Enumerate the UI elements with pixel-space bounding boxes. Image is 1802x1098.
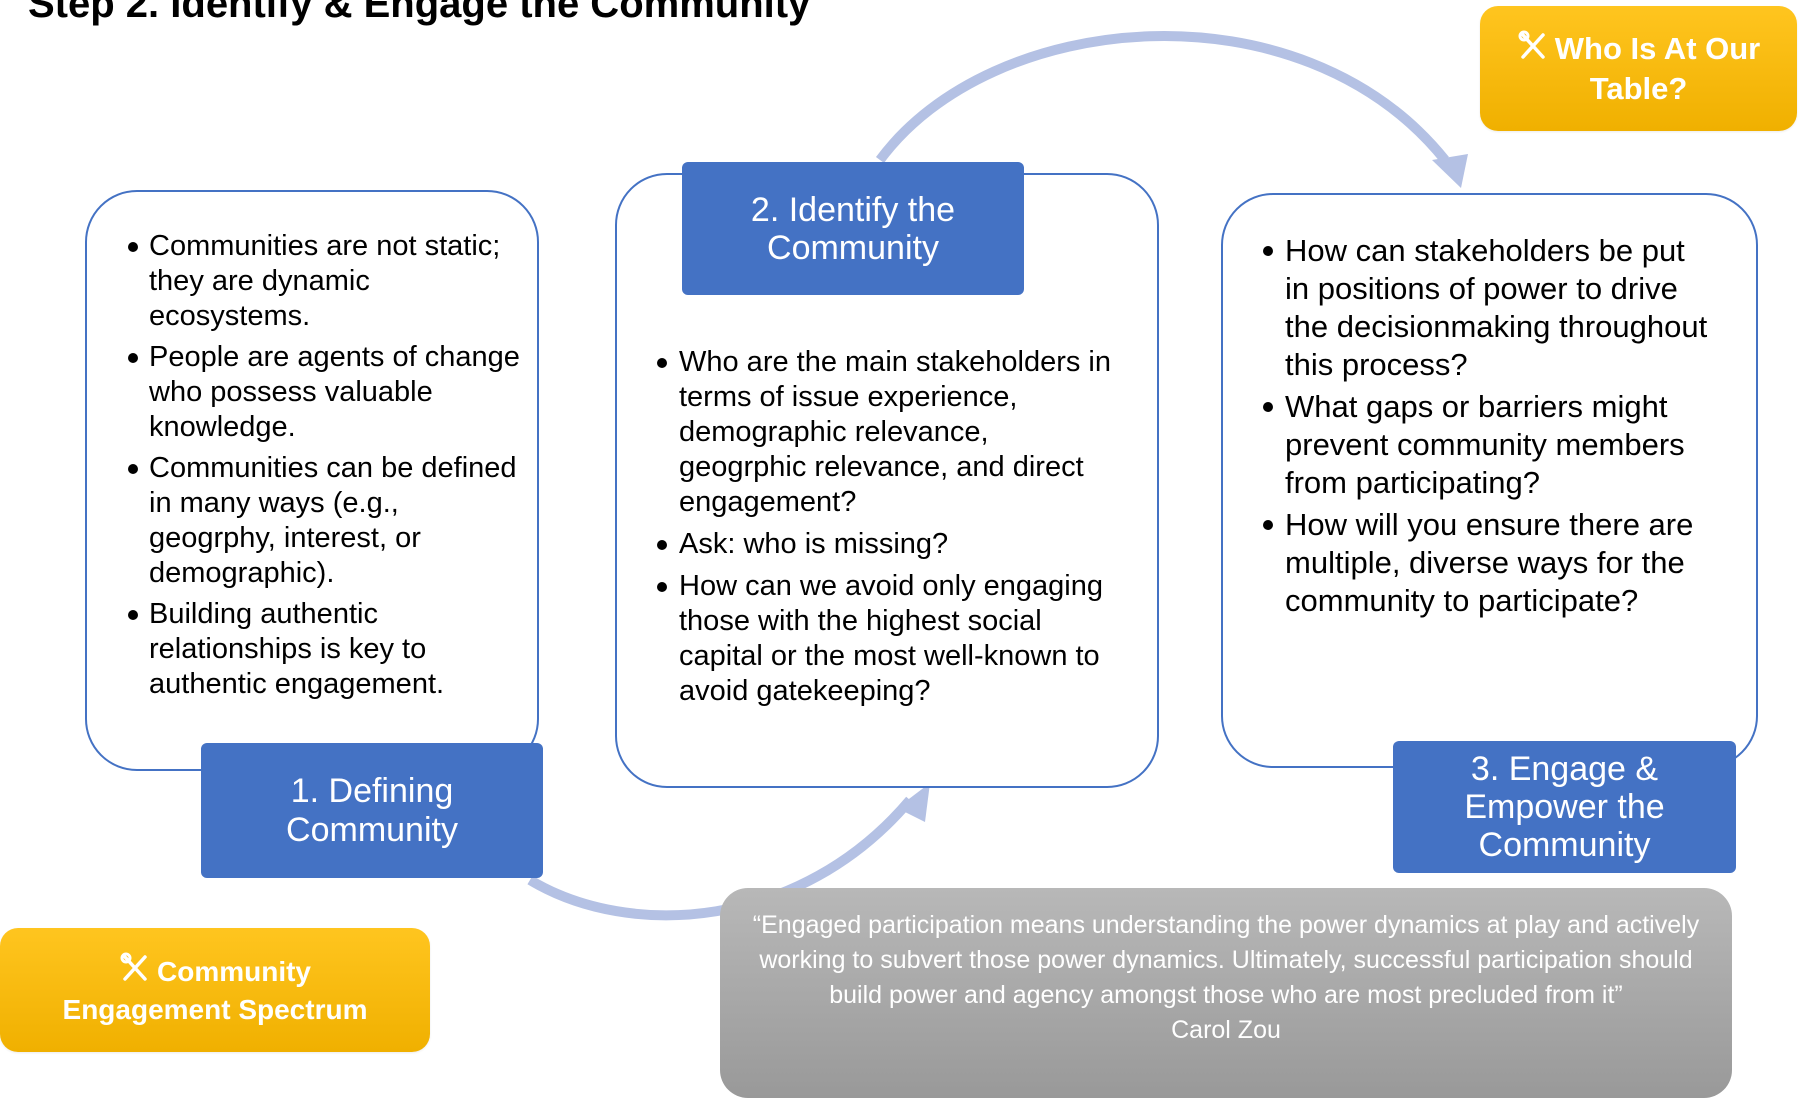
bullet-item: People are agents of change who possess …: [128, 340, 529, 445]
bullet-item: Communities are not static; they are dyn…: [128, 229, 529, 334]
bullet-item: How can we avoid only engaging those wit…: [657, 569, 1119, 709]
quote-author: Carol Zou: [1171, 1016, 1281, 1044]
label-text: 2. Identify the Community: [750, 190, 956, 267]
label-text: 3. Engage & Empower the Community: [1464, 750, 1665, 864]
engage-empower-bullets: How can stakeholders be put in positions…: [1263, 232, 1710, 624]
spectrum-line1: Community: [157, 956, 311, 987]
who-is-at-our-table-button[interactable]: Who Is At Our Table?: [1480, 6, 1797, 131]
label-engage-empower: 3. Engage & Empower the Community: [1393, 741, 1736, 873]
bullet-item: Ask: who is missing?: [657, 527, 1119, 562]
tools-icon: [1518, 30, 1545, 59]
bullet-item: Who are the main stakeholders in terms o…: [657, 345, 1119, 520]
label-text: 1. Defining Community: [286, 771, 458, 849]
card-engage-empower: [1221, 193, 1758, 768]
defining-community-bullets: Communities are not static; they are dyn…: [128, 229, 529, 708]
bullet-item: Communities can be defined in many ways …: [128, 451, 529, 591]
bullet-item: What gaps or barriers might prevent comm…: [1263, 388, 1710, 502]
community-engagement-spectrum-button[interactable]: Community Engagement Spectrum: [0, 928, 430, 1052]
quote-text: “Engaged participation means understandi…: [752, 911, 1700, 1009]
card-defining-community: [85, 190, 539, 771]
page-title: Step 2. Identify & Engage the Community: [28, 0, 811, 26]
identify-community-bullets: Who are the main stakeholders in terms o…: [657, 345, 1119, 716]
cycle-arrow-bottom: [527, 796, 914, 921]
label-defining-community: 1. Defining Community: [201, 743, 543, 878]
cycle-arrowhead-top: [1432, 154, 1468, 188]
bullet-item: Building authentic relationships is key …: [128, 597, 529, 702]
bullet-item: How can stakeholders be put in positions…: [1263, 232, 1710, 384]
cycle-arrow-top: [875, 31, 1449, 164]
bullet-item: How will you ensure there are multiple, …: [1263, 506, 1710, 620]
cycle-arrowhead-bottom: [897, 783, 930, 822]
quote-box: “Engaged participation means understandi…: [720, 888, 1732, 1098]
who-at-table-line1: Who Is At Our: [1554, 30, 1761, 66]
label-identify-community: 2. Identify the Community: [682, 162, 1024, 295]
who-at-table-line2: Table?: [1589, 70, 1688, 106]
spectrum-line2: Engagement Spectrum: [62, 994, 368, 1025]
tools-icon: [120, 952, 147, 981]
